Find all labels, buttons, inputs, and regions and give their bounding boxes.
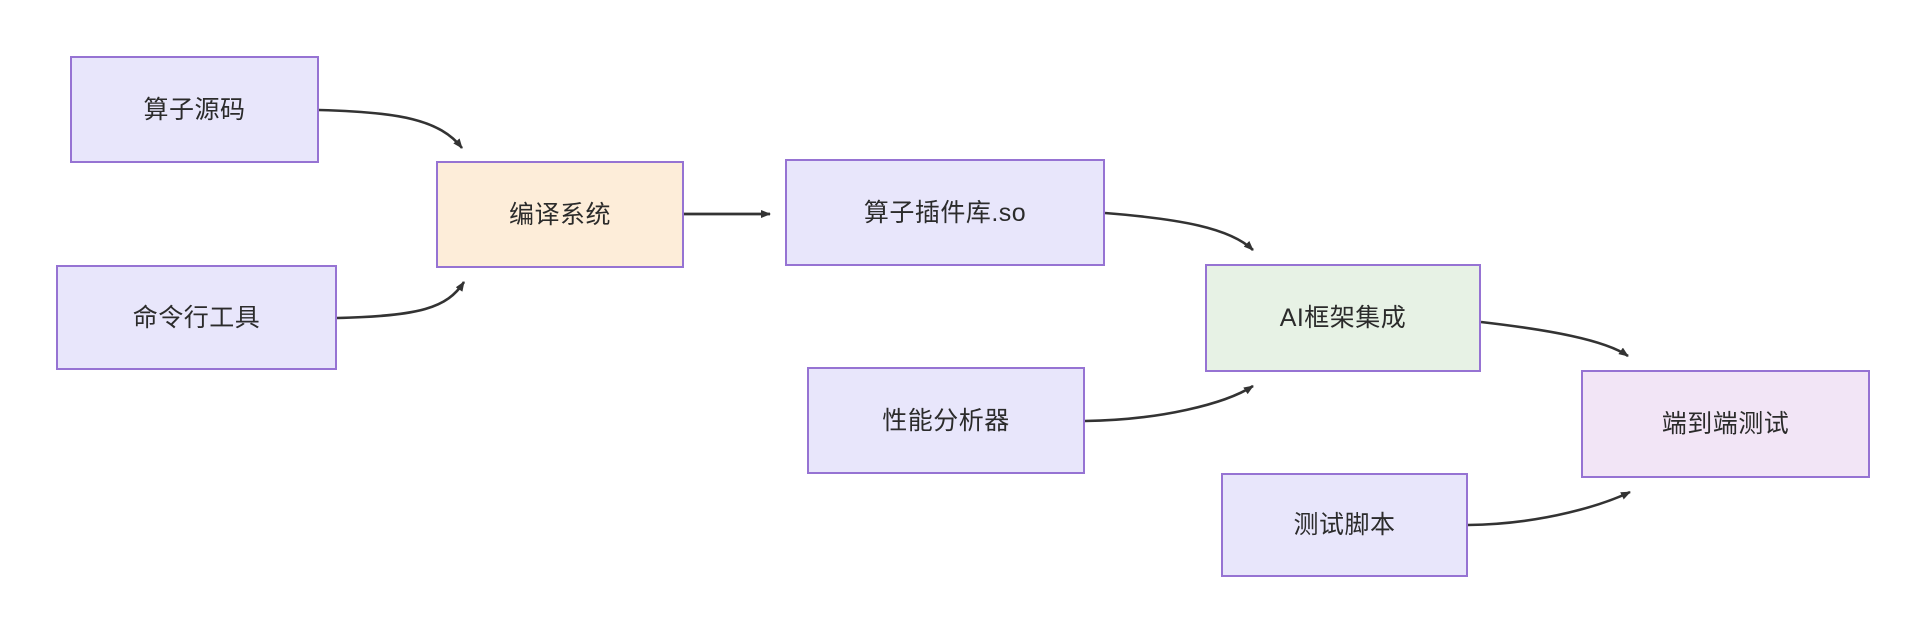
edge-ai-to-e2e xyxy=(1480,320,1629,358)
node-e2e-test[interactable]: 端到端测试 xyxy=(1581,370,1870,478)
node-label: AI框架集成 xyxy=(1279,304,1407,332)
edge-source-to-compile xyxy=(318,108,464,149)
node-ai-framework[interactable]: AI框架集成 xyxy=(1205,264,1481,372)
node-label: 命令行工具 xyxy=(132,303,261,332)
edge-script-to-e2e xyxy=(1467,490,1631,527)
edge-cli-to-compile xyxy=(336,281,466,320)
edge-plugin-to-ai xyxy=(1104,211,1254,251)
node-label: 性能分析器 xyxy=(882,406,1010,435)
node-cli[interactable]: 命令行工具 xyxy=(56,265,337,370)
edge-profiler-to-ai xyxy=(1084,384,1254,423)
node-label: 算子源码 xyxy=(143,95,246,124)
node-compile[interactable]: 编译系统 xyxy=(436,161,684,268)
node-profiler[interactable]: 性能分析器 xyxy=(807,367,1085,474)
node-label: 算子插件库.so xyxy=(863,198,1027,227)
node-test-script[interactable]: 测试脚本 xyxy=(1221,473,1468,577)
node-label: 测试脚本 xyxy=(1293,511,1396,539)
node-label: 编译系统 xyxy=(508,200,611,229)
node-label: 端到端测试 xyxy=(1661,410,1790,438)
node-source[interactable]: 算子源码 xyxy=(70,56,319,163)
node-plugin[interactable]: 算子插件库.so xyxy=(785,159,1105,266)
